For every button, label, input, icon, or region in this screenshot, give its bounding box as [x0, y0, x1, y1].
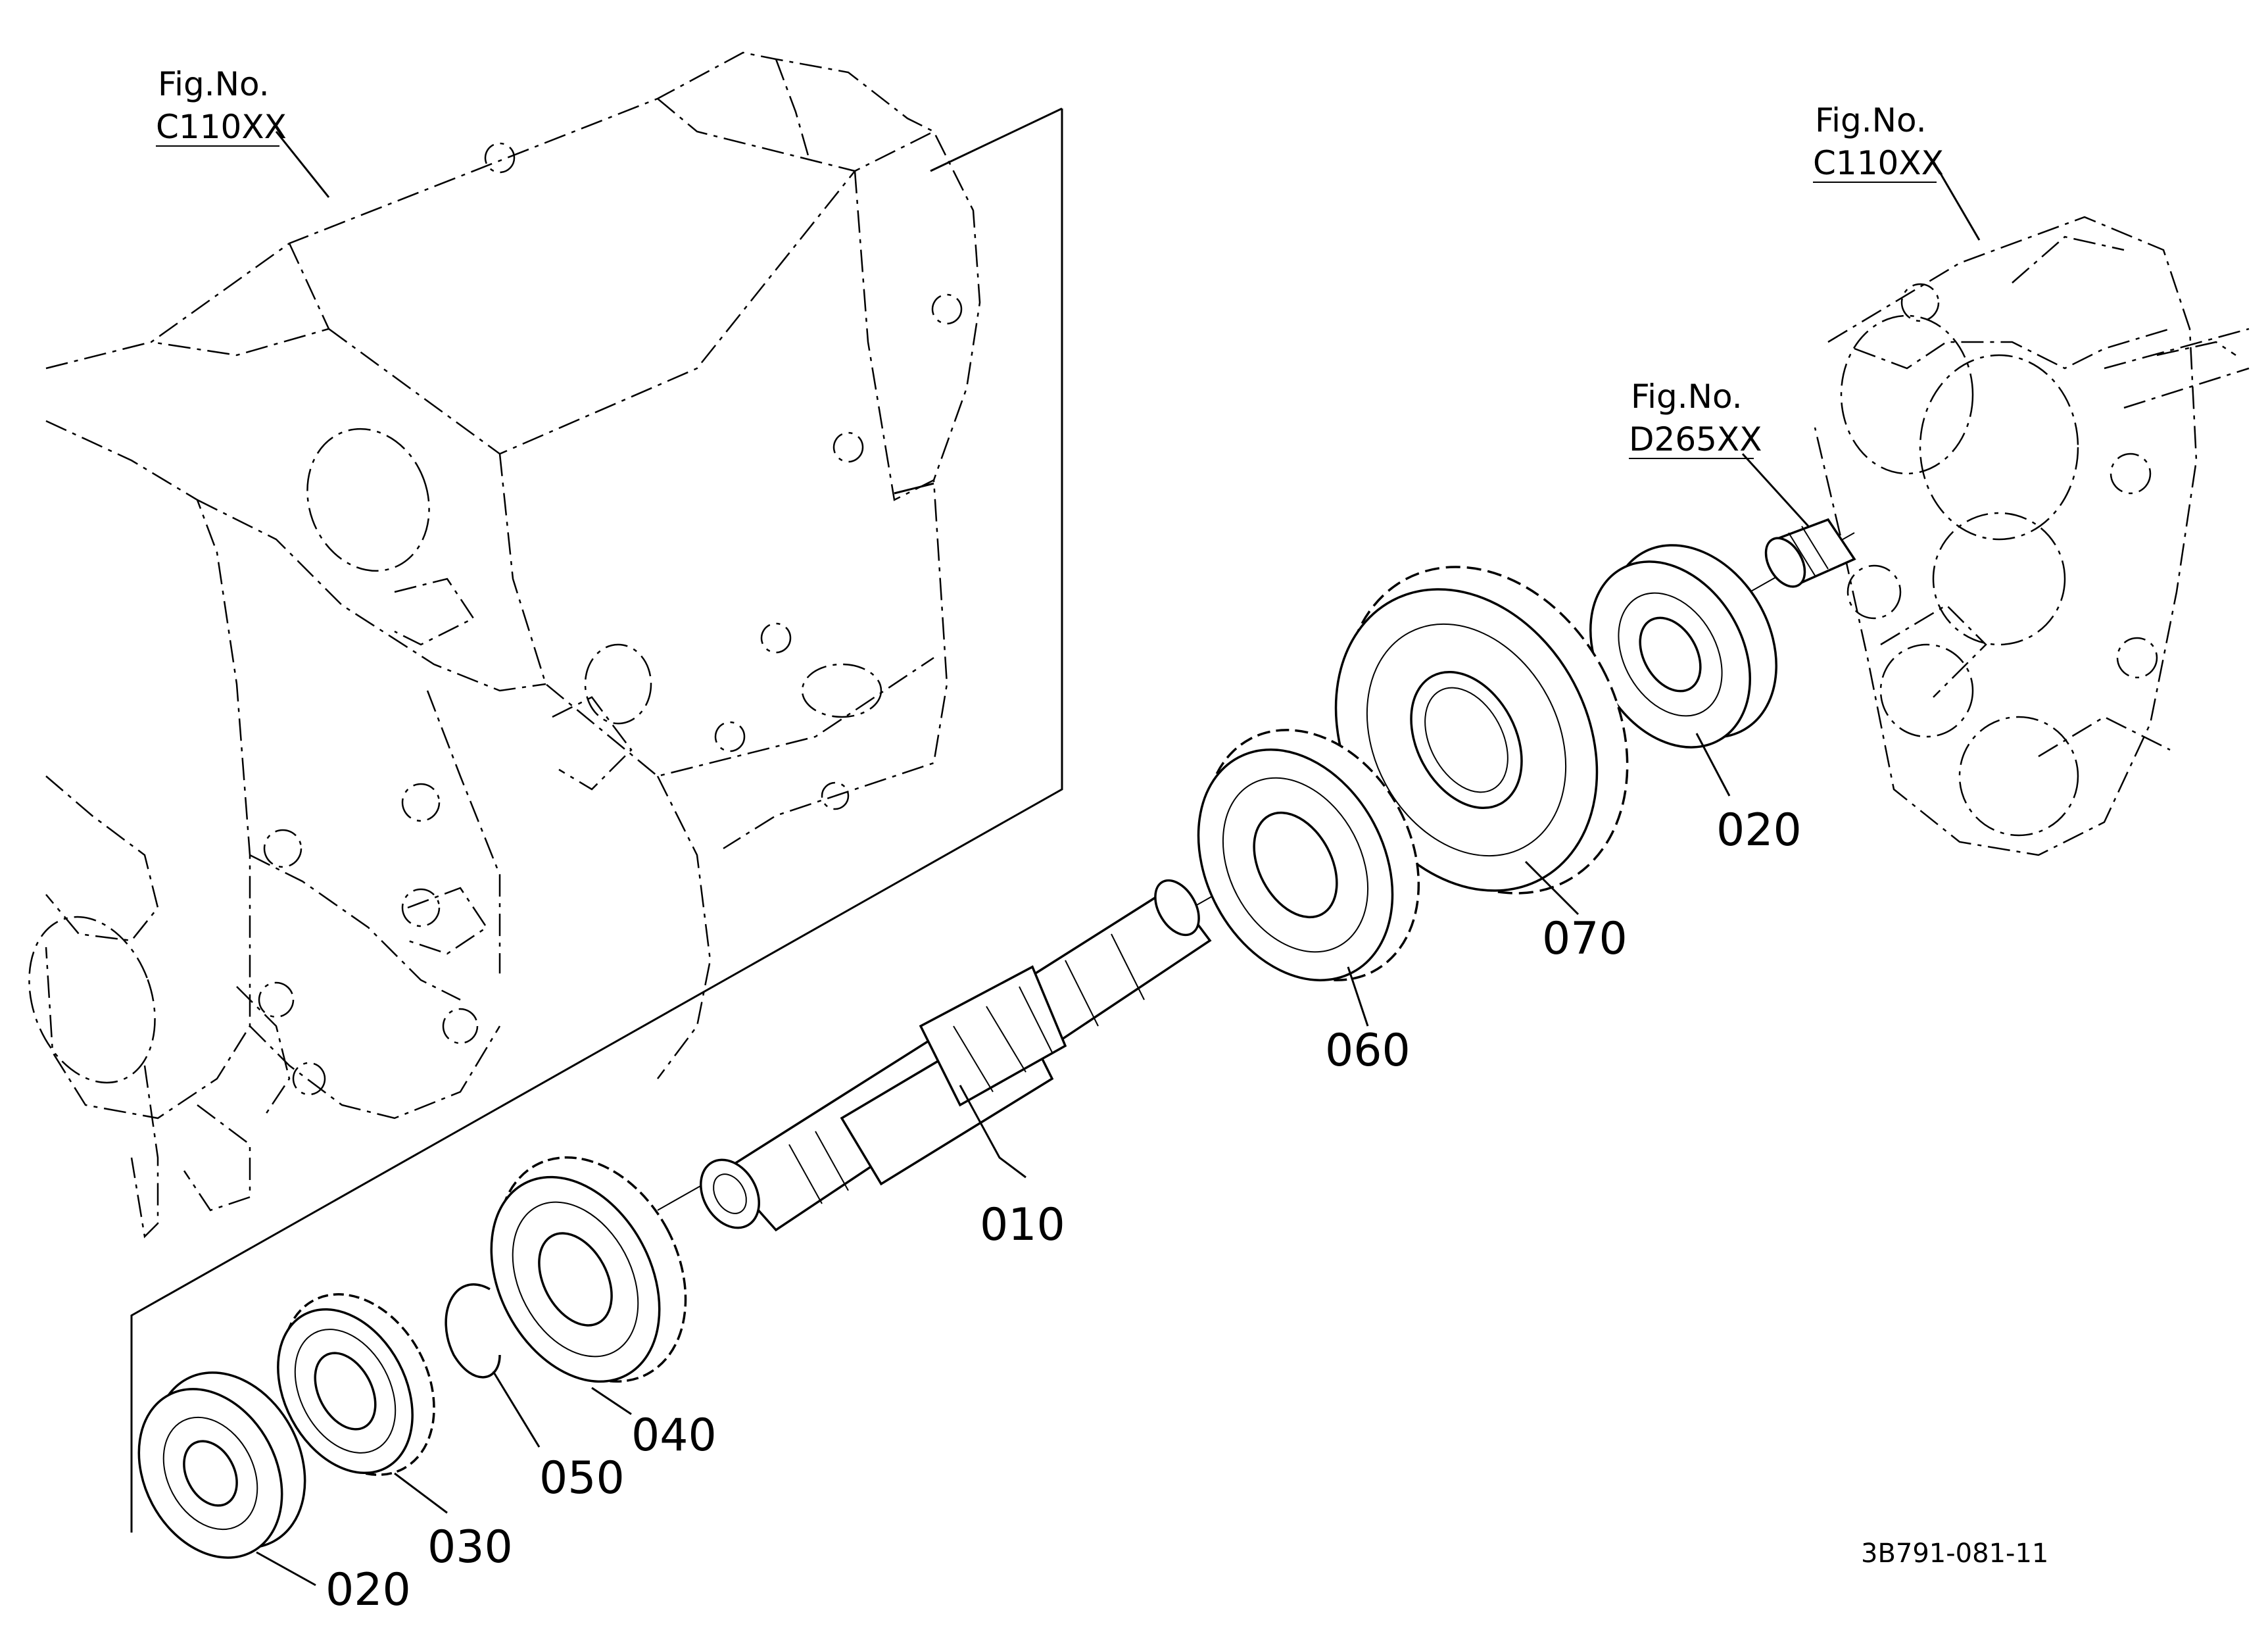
transmission-housing-phantom [28, 51, 981, 1239]
fig-ref-code: D265XX [1629, 420, 1762, 458]
bearing-lower [137, 1371, 306, 1559]
leader-lines [256, 131, 1981, 1586]
fig-ref-code: C110XX [156, 108, 287, 146]
main-shaft-010 [700, 879, 1212, 1232]
bearing-upper [1589, 544, 1777, 749]
callout-020-upper: 020 [1716, 804, 1802, 856]
assembly-plane-frame [130, 107, 1063, 1533]
rear-housing-phantom [1814, 216, 2250, 856]
gear-040 [490, 1156, 687, 1383]
fig-ref-label: Fig.No. [1815, 101, 1927, 139]
callout-040: 040 [631, 1410, 717, 1462]
drawing-number: 3B791-081-11 [1861, 1538, 2048, 1569]
callout-070: 070 [1542, 913, 1628, 965]
callout-010: 010 [980, 1199, 1065, 1251]
fig-ref-label: Fig.No. [1631, 378, 1743, 416]
gear-060 [1197, 729, 1420, 981]
callout-020-lower: 020 [326, 1564, 411, 1616]
fig-ref-code: C110XX [1813, 144, 1944, 182]
part-callouts: 010 020 020 030 040 050 060 070 [326, 804, 1802, 1616]
fig-ref-shaft: Fig.No. D265XX [1629, 378, 1762, 459]
fig-ref-label: Fig.No. [158, 65, 270, 103]
callout-030: 030 [427, 1521, 513, 1573]
callout-050: 050 [539, 1452, 625, 1504]
fig-ref-upper-left: Fig.No. C110XX [156, 65, 287, 147]
fig-ref-upper-right: Fig.No. C110XX [1813, 101, 1944, 183]
input-shaft-stub [1764, 518, 1856, 588]
circlip-050 [445, 1283, 501, 1379]
callout-060: 060 [1325, 1025, 1411, 1077]
gear-030 [277, 1293, 435, 1476]
